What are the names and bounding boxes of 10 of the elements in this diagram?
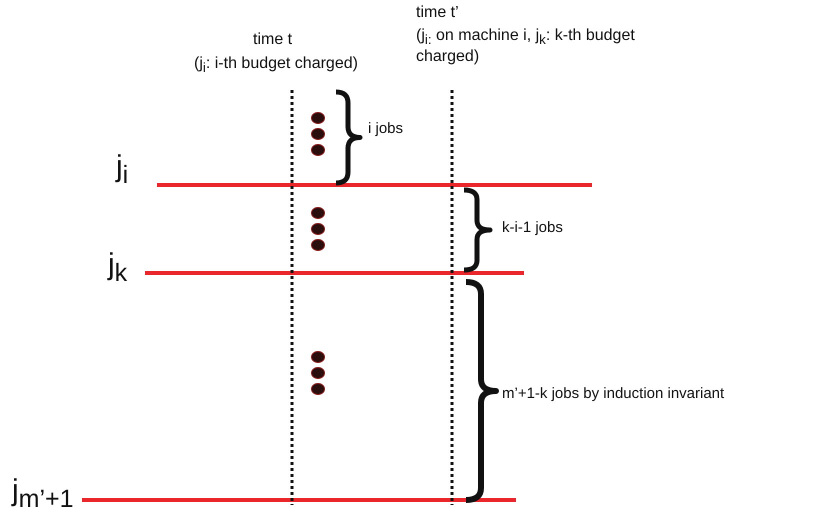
time-label: time t’ xyxy=(416,4,459,22)
job-label: j$_{m’+1}$ xyxy=(12,474,74,514)
count-label: m’+1-k jobs by induction invariant xyxy=(502,385,724,402)
time-note: (j$_{i}$: i-th budget charged) xyxy=(194,55,358,76)
count-label: k-i-1 jobs xyxy=(502,219,563,236)
job-label: j$_{k}$ xyxy=(108,248,128,288)
count-label: i jobs xyxy=(368,120,404,138)
time-label: time t xyxy=(253,31,292,50)
job-label: j$_{i}$ xyxy=(116,150,128,190)
time-note: (j$_{i:}$ on machine i, j$_{k}$: k-th budget charged) xyxy=(416,27,636,66)
